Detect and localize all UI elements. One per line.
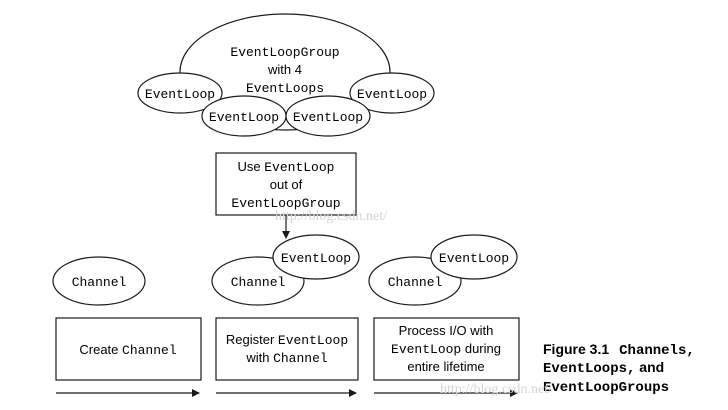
stage2-channel-label: Channel (231, 275, 286, 290)
eventloop-1: EventLoop (137, 72, 223, 114)
stage3-channel-label: Channel (388, 275, 443, 290)
register-box (215, 317, 359, 381)
process-line3: entire lifetime (407, 359, 484, 374)
stage2-eventloop-label: EventLoop (281, 251, 351, 266)
register-line2: with Channel (245, 350, 328, 366)
use-box-line2: out of (270, 177, 303, 192)
process-line1: Process I/O with (399, 323, 494, 338)
eventloop-2: EventLoop (201, 95, 287, 137)
eventloop-3-label: EventLoop (293, 110, 363, 125)
use-eventloop-box (215, 152, 357, 216)
eventloop-4-label: EventLoop (357, 87, 427, 102)
eventloop-3: EventLoop (285, 95, 371, 137)
create-channel-text: Create Channel (79, 342, 176, 358)
watermark-1: http://blog.csdn.net/ (275, 209, 387, 224)
stage3-eventloop-label: EventLoop (439, 251, 509, 266)
eventloop-1-label: EventLoop (145, 87, 215, 102)
group-title-line1: EventLoopGroup (230, 45, 339, 60)
caption-line2: EventLoops, and (543, 359, 664, 377)
register-line1: Register EventLoop (226, 332, 348, 348)
create-channel-box (55, 317, 202, 381)
eventloop-4: EventLoop (349, 72, 435, 114)
stage1-channel: Channel (52, 256, 146, 306)
group-title-line3: EventLoops (246, 81, 324, 96)
stage1-channel-label: Channel (72, 275, 127, 290)
stage3-eventloop: EventLoop (430, 234, 518, 280)
process-box (373, 317, 520, 381)
stage2-eventloop: EventLoop (272, 234, 360, 280)
group-title-line2: with 4 (267, 62, 302, 77)
caption-line3: EventLoopGroups (543, 380, 669, 396)
process-line2: EventLoop during (391, 341, 501, 357)
use-box-line1: Use EventLoop (238, 159, 335, 175)
use-box-line3: EventLoopGroup (231, 196, 340, 211)
eventloop-2-label: EventLoop (209, 110, 279, 125)
watermark-2: http://blog.csdn.net/ (440, 382, 552, 397)
